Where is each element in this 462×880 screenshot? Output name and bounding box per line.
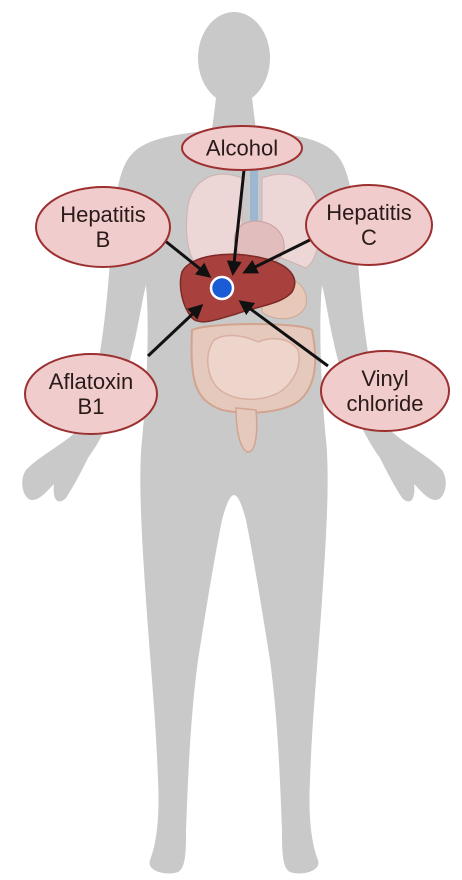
head-shape: [198, 12, 270, 104]
label-hepatitis-b-line-2: B: [60, 227, 146, 252]
label-hepatitis-c: Hepatitis C: [326, 200, 412, 250]
tumor-icon: [211, 277, 233, 299]
label-alcohol: Alcohol: [206, 136, 278, 161]
trachea-shape: [250, 168, 258, 222]
label-hepatitis-b: Hepatitis B: [60, 202, 146, 252]
label-vinyl-chloride: Vinyl chloride: [346, 366, 423, 416]
label-aflatoxin-b1-line-1: Aflatoxin: [49, 369, 133, 394]
label-hepatitis-c-line-1: Hepatitis: [326, 200, 412, 225]
label-aflatoxin-b1: Aflatoxin B1: [49, 369, 133, 419]
label-hepatitis-c-line-2: C: [326, 225, 412, 250]
label-hepatitis-b-line-1: Hepatitis: [60, 202, 146, 227]
label-vinyl-chloride-line-2: chloride: [346, 391, 423, 416]
label-vinyl-chloride-line-1: Vinyl: [346, 366, 423, 391]
label-aflatoxin-b1-line-2: B1: [49, 394, 133, 419]
label-alcohol-line-1: Alcohol: [206, 136, 278, 161]
